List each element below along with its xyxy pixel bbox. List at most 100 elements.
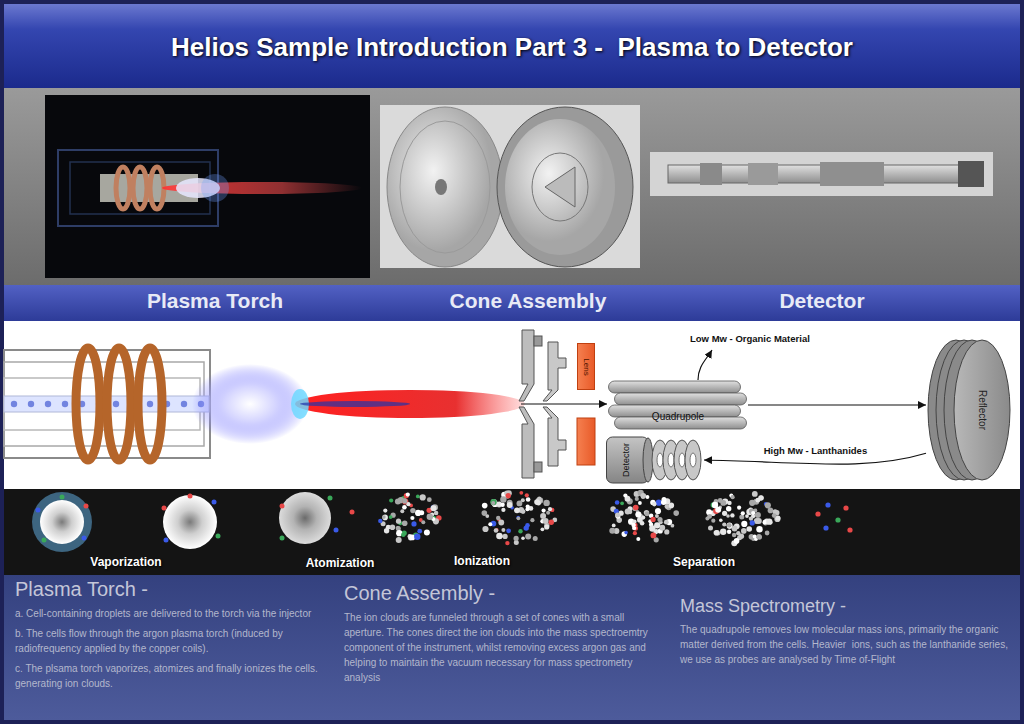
atom <box>654 522 660 528</box>
atom <box>664 520 669 525</box>
atom <box>659 525 665 531</box>
atom <box>741 528 747 534</box>
atom <box>501 492 507 498</box>
coil <box>150 167 164 209</box>
atom <box>415 510 421 516</box>
ion <box>431 516 436 521</box>
atom <box>746 509 752 515</box>
atom <box>641 493 647 499</box>
atom <box>765 531 770 536</box>
ion <box>525 523 530 528</box>
atom <box>614 528 620 534</box>
atom <box>482 526 488 532</box>
atom <box>552 518 557 523</box>
ion <box>525 493 529 497</box>
quadrupole-rod <box>609 381 741 393</box>
atom <box>650 500 655 505</box>
atom <box>729 493 733 497</box>
stage-label: Ionization <box>412 554 552 568</box>
torch-body <box>100 174 198 202</box>
sampler-cone <box>519 407 534 478</box>
atom <box>615 513 620 518</box>
notes-body: The ion clouds are funneled through a se… <box>344 610 662 685</box>
ion <box>419 518 423 522</box>
atom <box>636 510 640 514</box>
atom <box>548 507 552 511</box>
atom <box>769 521 773 525</box>
atom <box>754 509 758 513</box>
atom <box>521 536 525 540</box>
atom <box>496 516 500 520</box>
copper-coil <box>107 348 131 460</box>
ion <box>614 509 619 514</box>
atom <box>500 503 504 507</box>
ring-hole <box>690 453 696 467</box>
atom <box>541 527 545 531</box>
injected-cell <box>164 401 170 407</box>
atom <box>409 535 415 541</box>
ion <box>491 499 497 505</box>
atom <box>609 528 615 534</box>
ion <box>550 508 554 512</box>
skimmer-cone <box>543 342 566 401</box>
cell <box>163 495 217 549</box>
atom <box>718 498 723 503</box>
atom <box>610 506 616 512</box>
atom <box>665 504 670 509</box>
atom <box>654 529 658 533</box>
atom <box>497 501 502 506</box>
probe <box>60 495 65 500</box>
cell <box>40 500 84 544</box>
atom <box>396 537 402 543</box>
atom <box>714 499 719 504</box>
injected-cell <box>96 401 102 407</box>
atom <box>753 499 759 505</box>
ion <box>506 493 511 498</box>
copper-coil <box>76 348 100 460</box>
ion <box>506 528 511 533</box>
atom <box>638 490 644 496</box>
probe <box>188 494 193 499</box>
plasma-core <box>176 178 220 198</box>
probe <box>162 506 167 511</box>
atom <box>745 514 749 518</box>
reflector: Reflector <box>926 338 1012 482</box>
atom <box>731 495 735 499</box>
ion <box>491 521 497 527</box>
atom <box>706 509 712 515</box>
atom <box>668 505 672 509</box>
atom <box>655 514 659 518</box>
separated-ion <box>815 511 820 516</box>
probe <box>280 536 285 541</box>
photo-ground <box>650 152 993 196</box>
atom <box>492 501 498 507</box>
ion <box>427 508 432 513</box>
ion <box>436 515 442 521</box>
atom <box>544 522 549 527</box>
atom <box>542 509 546 513</box>
ion <box>651 517 656 522</box>
atom <box>768 508 774 514</box>
atom <box>756 534 762 540</box>
lens-plate <box>578 344 595 390</box>
atom <box>517 501 523 507</box>
atom <box>714 530 720 536</box>
ion <box>651 533 657 539</box>
cone-tip <box>545 167 575 207</box>
atom <box>657 517 662 522</box>
atom <box>726 514 730 518</box>
ion <box>414 534 420 540</box>
atom <box>730 513 734 517</box>
atom <box>491 501 495 505</box>
injected-cell <box>181 401 187 407</box>
ion <box>413 533 419 539</box>
atom <box>749 500 755 506</box>
atom <box>649 525 655 531</box>
quadrupole: Quadrupole <box>608 380 748 430</box>
atom <box>498 520 504 526</box>
atom <box>533 536 538 541</box>
copper-coil <box>138 348 162 460</box>
atom <box>526 497 531 502</box>
atom <box>727 522 733 528</box>
atom <box>402 521 408 527</box>
